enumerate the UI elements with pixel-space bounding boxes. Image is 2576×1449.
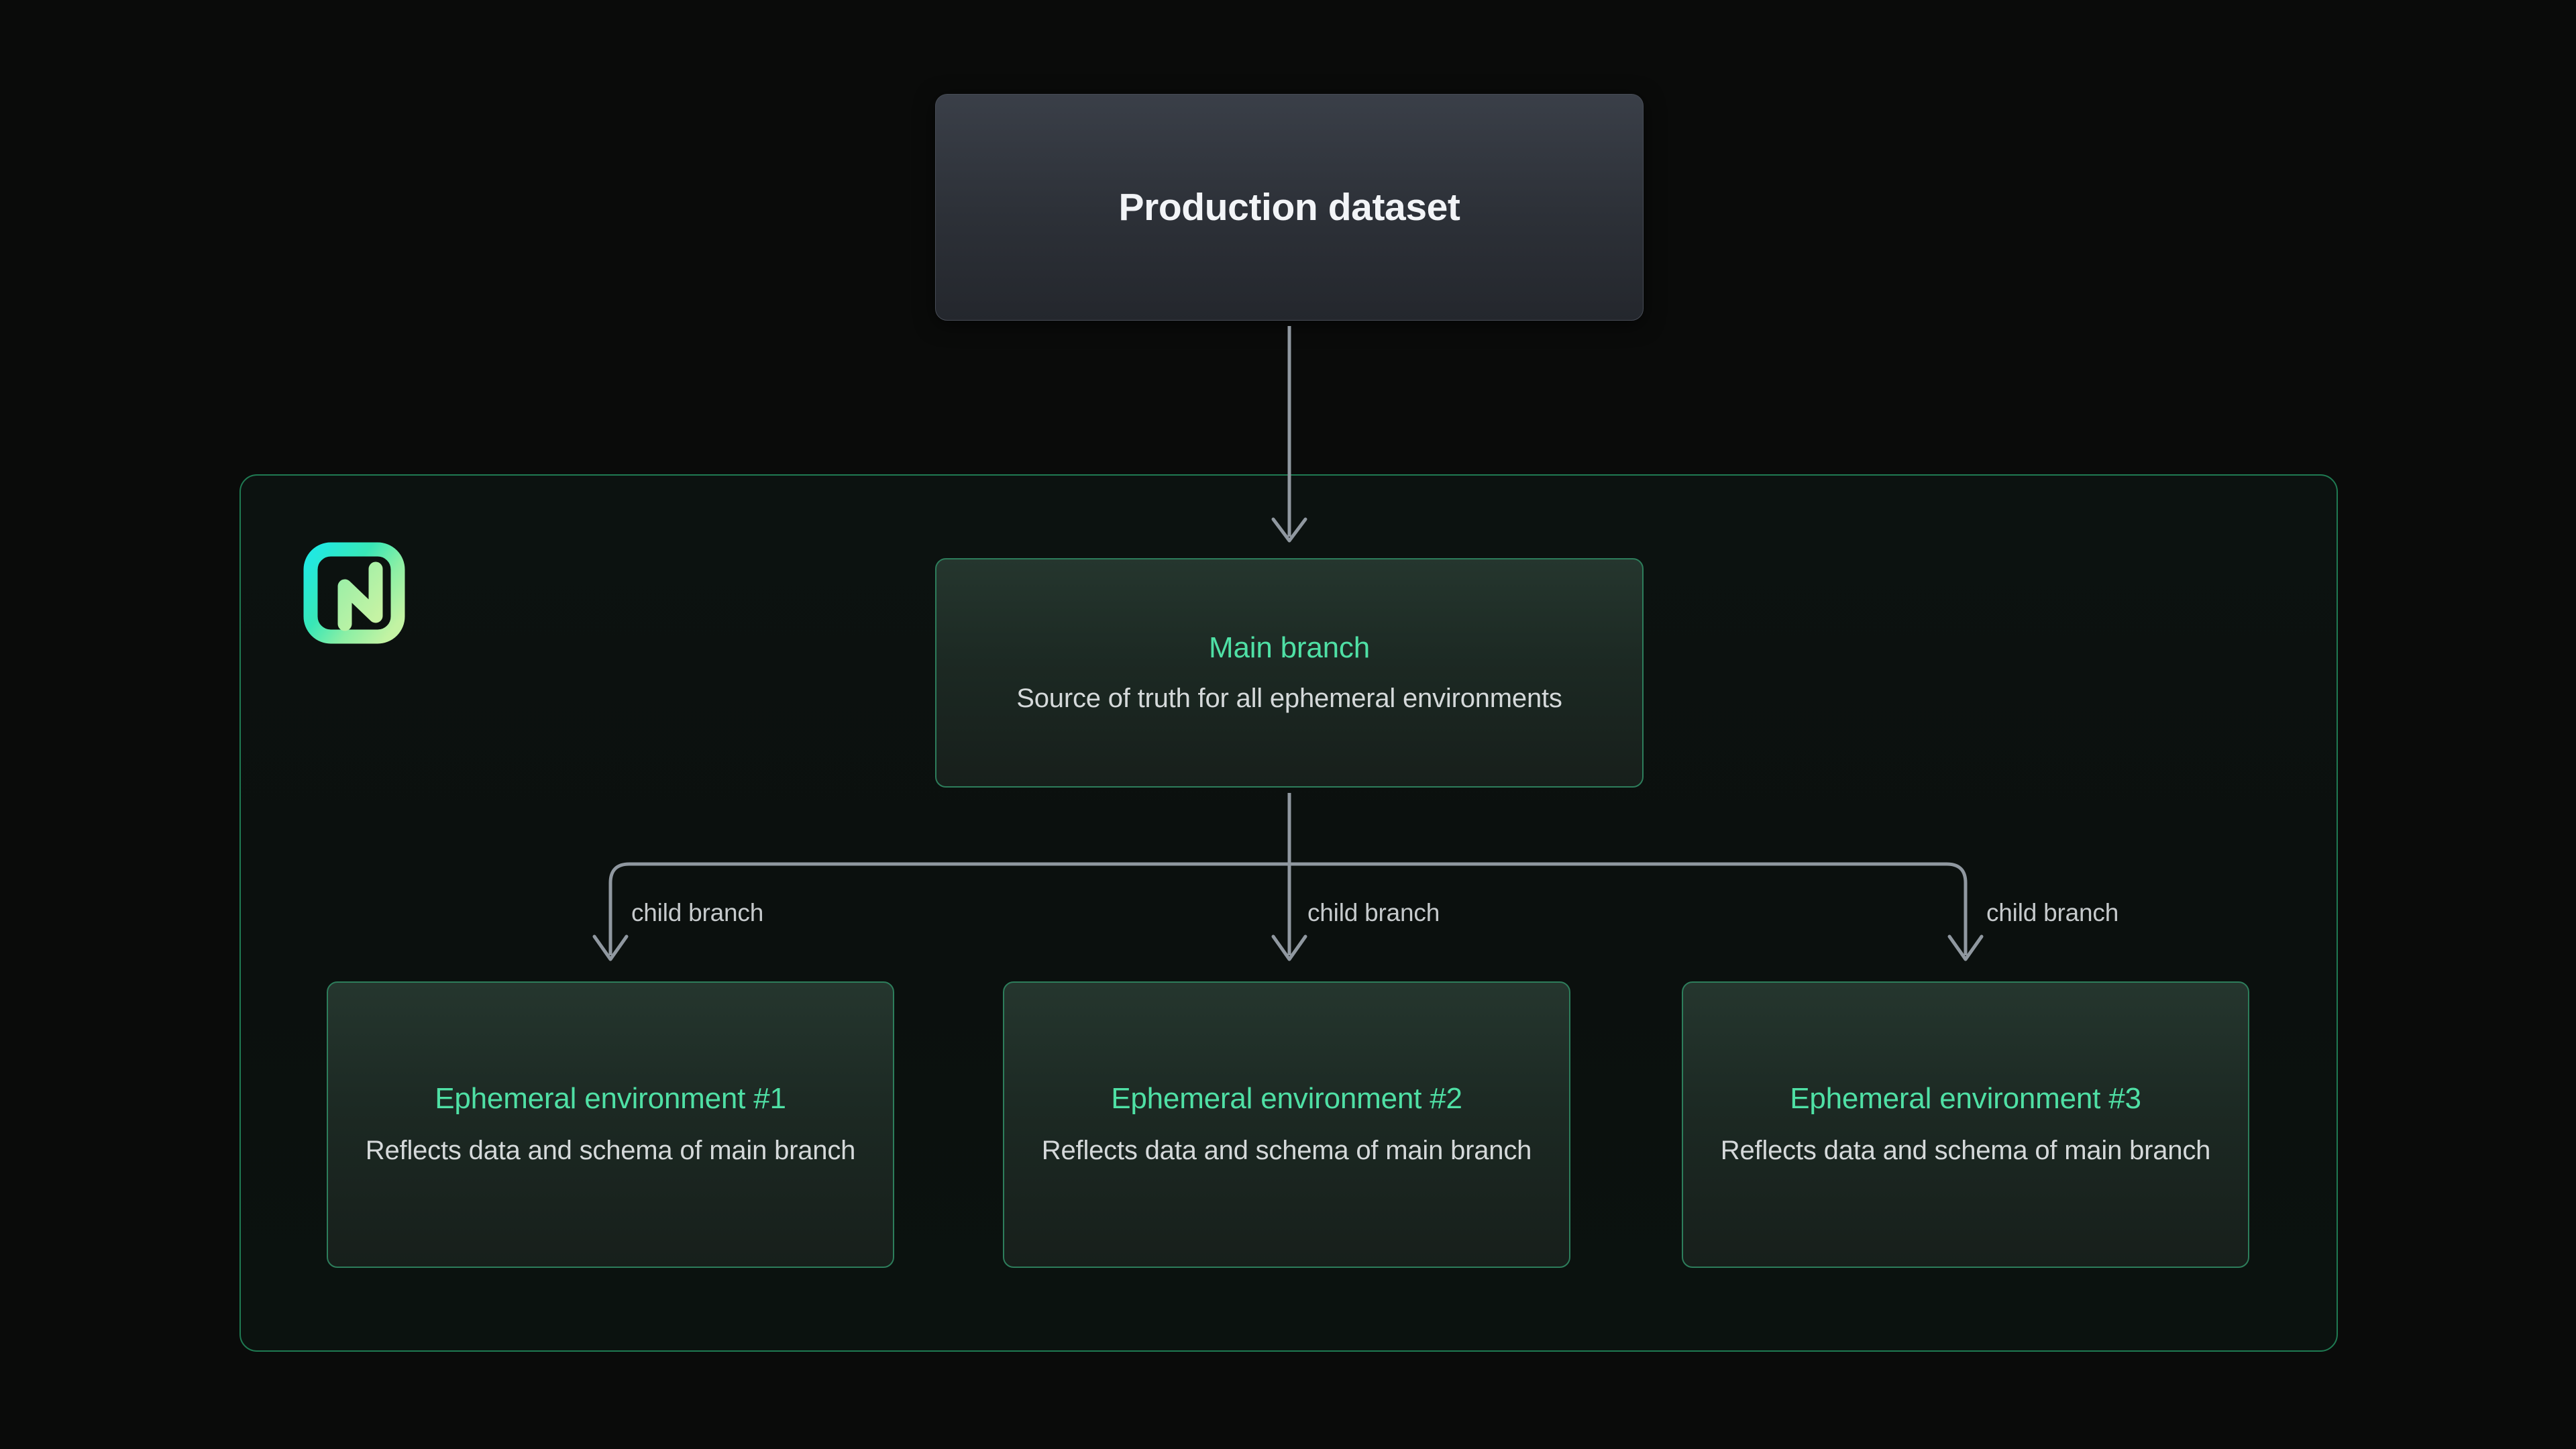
ephemeral-environment-title-1: Ephemeral environment #1: [435, 1082, 786, 1116]
ephemeral-environment-card-1: Ephemeral environment #1 Reflects data a…: [327, 981, 894, 1268]
production-dataset-title: Production dataset: [1118, 186, 1460, 229]
ephemeral-environment-subtitle-2: Reflects data and schema of main branch: [1041, 1136, 1532, 1166]
ephemeral-environment-subtitle-3: Reflects data and schema of main branch: [1720, 1136, 2211, 1166]
edge-label-child-branch-3: child branch: [1986, 899, 2119, 926]
edge-label-child-branch-1: child branch: [631, 899, 764, 926]
main-branch-title: Main branch: [1209, 631, 1370, 664]
neon-logo-icon: [303, 542, 405, 644]
ephemeral-environment-card-3: Ephemeral environment #3 Reflects data a…: [1682, 981, 2249, 1268]
main-branch-card: Main branch Source of truth for all ephe…: [935, 558, 1644, 788]
ephemeral-environment-subtitle-1: Reflects data and schema of main branch: [365, 1136, 856, 1166]
edge-label-child-branch-2: child branch: [1307, 899, 1440, 926]
ephemeral-environment-card-2: Ephemeral environment #2 Reflects data a…: [1003, 981, 1570, 1268]
main-branch-subtitle: Source of truth for all ephemeral enviro…: [1016, 683, 1562, 713]
production-dataset-card: Production dataset: [935, 94, 1644, 321]
ephemeral-environment-title-3: Ephemeral environment #3: [1790, 1082, 2141, 1116]
ephemeral-environment-title-2: Ephemeral environment #2: [1111, 1082, 1462, 1116]
